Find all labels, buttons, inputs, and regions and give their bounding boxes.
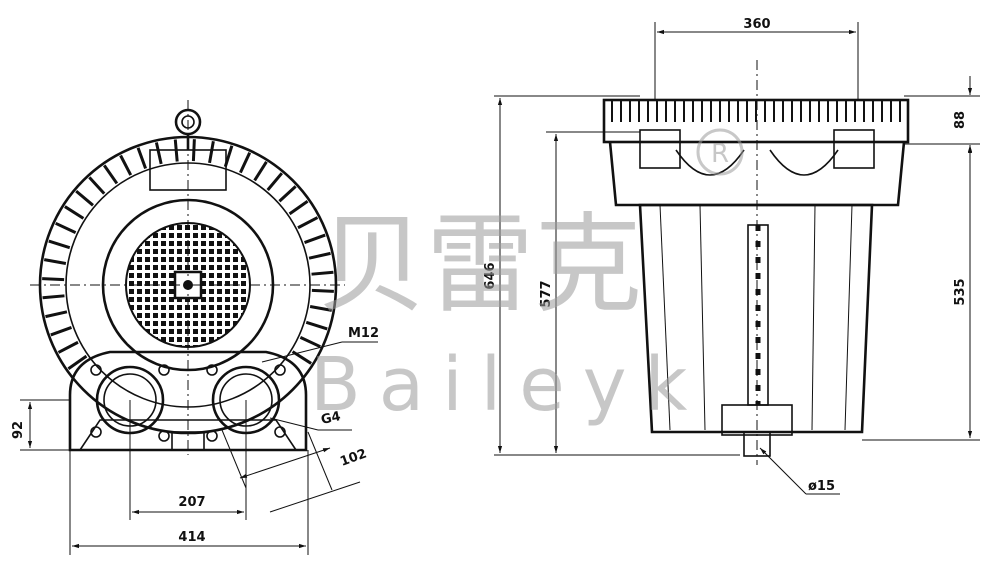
- dim-body-height: 577: [539, 131, 640, 453]
- svg-text:R: R: [711, 139, 729, 169]
- cooling-fin: [75, 190, 94, 207]
- cooling-fin: [42, 294, 65, 300]
- dim-overall-width-label: 414: [178, 530, 205, 545]
- cooling-fin: [136, 147, 147, 169]
- dim-top-width-label: 360: [743, 17, 770, 32]
- cooling-fin: [88, 176, 106, 195]
- cooling-fin: [278, 185, 297, 203]
- port-label: G4: [320, 409, 342, 428]
- cooling-fin: [304, 233, 326, 244]
- dim-overall-height: 646: [483, 95, 740, 456]
- drain-callout: ø15: [759, 447, 840, 495]
- cooling-fin: [57, 340, 79, 354]
- cooling-fin: [55, 221, 77, 234]
- cooling-fin: [67, 354, 88, 370]
- cooling-fin: [299, 336, 321, 349]
- watermark-cn: 贝雷克: [318, 203, 642, 328]
- cooling-fin: [311, 270, 334, 276]
- dim-overall-width: 414: [69, 450, 309, 555]
- dim-port-spacing-label: 207: [178, 495, 205, 510]
- cooling-fin: [309, 305, 333, 312]
- drain-diameter-label: ø15: [808, 479, 835, 494]
- cooling-fin: [48, 239, 71, 250]
- dim-port-offset: 102: [221, 429, 369, 513]
- cooling-fin: [119, 154, 133, 176]
- dim-base-height-label: 92: [11, 421, 26, 439]
- side-view: 360 646 577 88 535: [483, 17, 980, 495]
- cooling-fin: [103, 164, 119, 185]
- dim-top-width: 360: [654, 17, 859, 100]
- thread-label: M12: [348, 326, 379, 341]
- cooling-fin: [253, 161, 268, 182]
- bolt-holes: [90, 364, 286, 442]
- thread-callout: M12: [261, 326, 379, 363]
- cooling-fin: [43, 258, 67, 265]
- dim-port-spacing: 207: [129, 400, 247, 520]
- port-callout: G4: [269, 409, 352, 431]
- cooling-fin: [297, 216, 319, 230]
- cooling-fin: [42, 277, 65, 282]
- port-body: [68, 350, 308, 452]
- dim-cap-height: 88: [904, 76, 980, 164]
- cooling-fin: [239, 152, 252, 174]
- dim-overall-height-label: 646: [483, 262, 498, 289]
- cooling-fin: [305, 320, 328, 331]
- watermark-en: Baileyk: [310, 342, 705, 428]
- cooling-fin: [45, 310, 68, 319]
- dim-housing-height: 535: [862, 146, 980, 441]
- watermark: 贝雷克 Baileyk R: [310, 128, 744, 428]
- cooling-fin: [64, 205, 85, 220]
- dim-base-height: 92: [11, 399, 70, 451]
- cooling-fin: [50, 326, 72, 337]
- cap-fins: [611, 100, 901, 122]
- cooling-fin: [154, 142, 163, 165]
- cooling-fin: [208, 140, 215, 164]
- cooling-fin: [308, 251, 331, 260]
- cooling-fin: [266, 172, 283, 191]
- dim-body-height-label: 577: [539, 280, 554, 307]
- main-body: [638, 203, 874, 434]
- cooling-fin: [311, 288, 334, 293]
- front-view: 92 207 414 M12 G4: [11, 100, 379, 555]
- dim-port-offset-label: 102: [338, 446, 369, 469]
- dim-housing-height-label: 535: [953, 278, 968, 305]
- cooling-fin: [288, 200, 309, 216]
- dim-cap-height-label: 88: [953, 111, 968, 129]
